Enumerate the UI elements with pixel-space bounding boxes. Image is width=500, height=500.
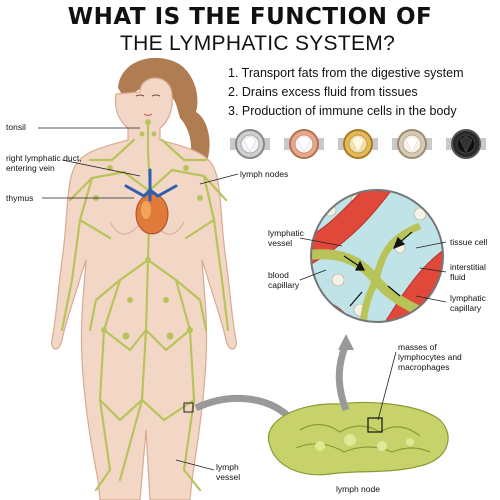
- body-silhouette: [51, 77, 237, 500]
- lymph-nodes: [93, 119, 203, 340]
- label-interstitial-fluid-2: fluid: [450, 272, 466, 282]
- function-item-1: 1. Transport fats from the digestive sys…: [228, 66, 464, 80]
- rose-gold-stud-image: [284, 129, 324, 159]
- black-stud-image: [446, 129, 486, 159]
- label-lymphatic-capillary: lymphatic: [450, 293, 486, 303]
- veins: [124, 168, 178, 202]
- silver-stud-image: [230, 129, 270, 159]
- function-item-2: 2. Drains excess fluid from tissues: [228, 85, 418, 99]
- label-lymph-node: lymph node: [336, 484, 380, 494]
- label-masses-3: macrophages: [398, 362, 450, 372]
- zoom-arrow-to-node: [194, 394, 295, 423]
- function-item-3: 3. Production of immune cells in the bod…: [228, 104, 457, 118]
- label-interstitial-fluid: interstitial: [450, 262, 486, 272]
- label-blood-capillary: blood: [268, 270, 289, 280]
- lymph-node-image: [267, 401, 449, 476]
- gold-stud-image: [338, 129, 378, 159]
- label-lymph-nodes: lymph nodes: [240, 169, 289, 179]
- label-tissue-cell: tissue cell: [450, 237, 488, 247]
- zoom-arrow-to-circle: [335, 342, 350, 412]
- label-lymphatic-vessel-2: vessel: [268, 238, 293, 248]
- title-line-1: WHAT IS THE FUNCTION OF: [67, 4, 433, 30]
- label-lymphatic-capillary-2: capillary: [450, 303, 482, 313]
- label-tonsil: tonsil: [6, 122, 26, 132]
- label-blood-capillary-2: capillary: [268, 280, 300, 290]
- label-right-lymphatic-duct: right lymphatic duct,: [6, 153, 82, 163]
- label-masses-2: lymphocytes and: [398, 352, 462, 362]
- zoom-circle: [311, 190, 443, 322]
- thigh-zoom-marker: [183, 402, 194, 413]
- champagne-stud-image: [392, 129, 432, 159]
- label-lymph-vessel-2: vessel: [216, 472, 241, 482]
- label-thymus: thymus: [6, 193, 34, 203]
- thymus-heart: [135, 193, 169, 235]
- label-masses: masses of: [398, 342, 437, 352]
- label-lymph-vessel: lymph: [216, 462, 239, 472]
- label-right-lymphatic-duct-2: entering vein: [6, 163, 55, 173]
- title-line-2: THE LYMPHATIC SYSTEM?: [120, 32, 396, 55]
- label-lymphatic-vessel: lymphatic: [268, 228, 304, 238]
